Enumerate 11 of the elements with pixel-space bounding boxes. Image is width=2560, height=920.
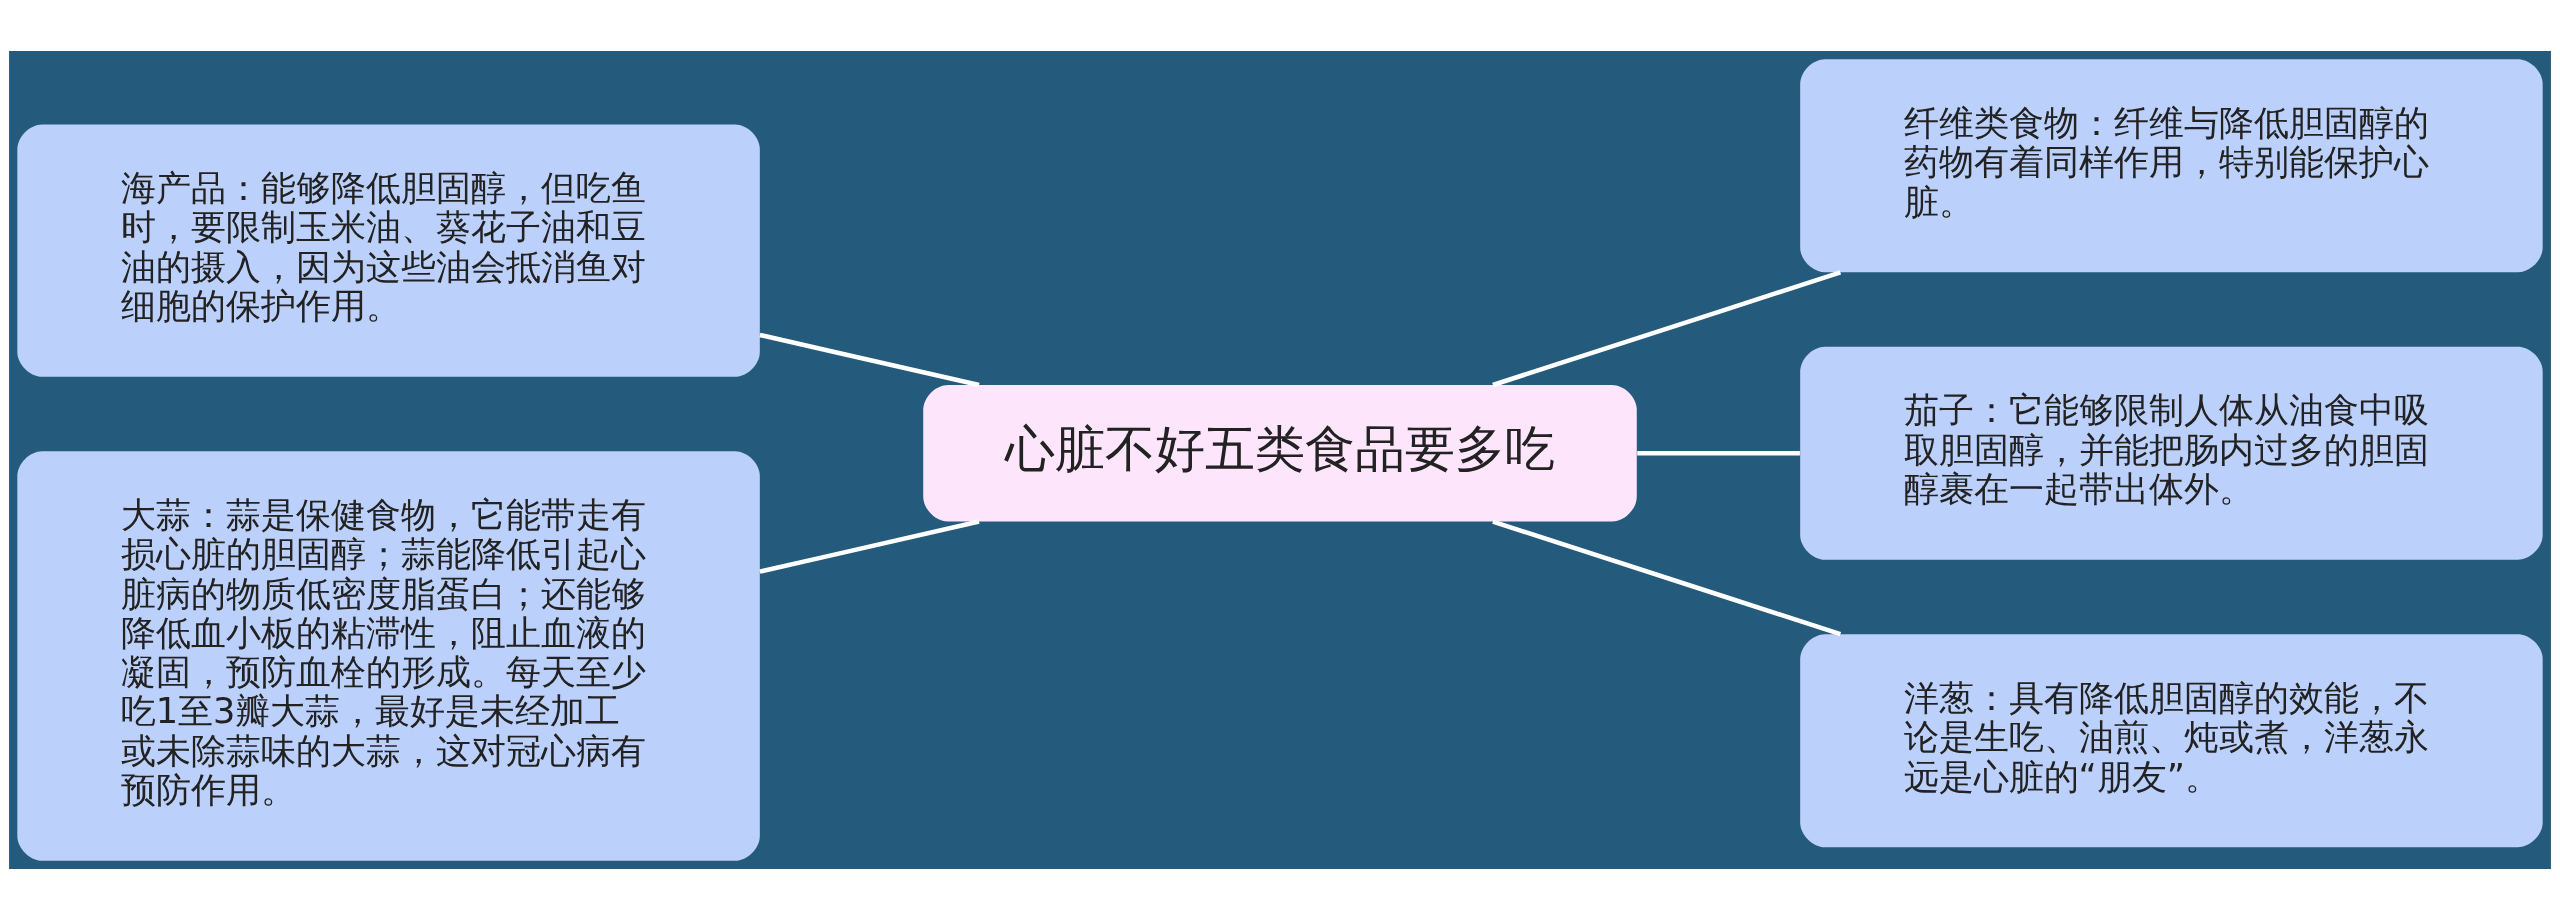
- node-box: 纤维类食物：纤维与降低胆固醇的药物有着同样作用，特别能保护心脏。: [1800, 59, 2543, 273]
- connector: [1492, 270, 1842, 388]
- node-box: 茄子：它能够限制人体从油食中吸取胆固醇，并能把肠内过多的胆固醇裹在一起带出体外。: [1800, 346, 2543, 560]
- connector: [1637, 451, 1800, 456]
- node-box: 心脏不好五类食品要多吃: [923, 385, 1637, 522]
- node-box: 大蒜：蒜是保健食物，它能带走有损心脏的胆固醇；蒜能降低引起心脏病的物质低密度脂蛋白；还能够降低血小板的粘滞性，阻止血液的凝固，预防血栓的形成。每天至少吃1至3瓣大蒜，最好是未经加工或未除蒜味的大蒜，这对冠心病有预防作用。: [17, 451, 760, 861]
- connector: [759, 332, 980, 388]
- connector: [1492, 519, 1842, 637]
- node-box: 洋葱：具有降低胆固醇的效能，不论是生吃、油煎、炖或煮，洋葱永远是心脏的“朋友”。: [1800, 634, 2543, 848]
- connector: [759, 519, 980, 574]
- node-box: 海产品：能够降低胆固醇，但吃鱼时，要限制玉米油、葵花子油和豆油的摄入，因为这些油会抵消鱼对细胞的保护作用。: [17, 124, 760, 377]
